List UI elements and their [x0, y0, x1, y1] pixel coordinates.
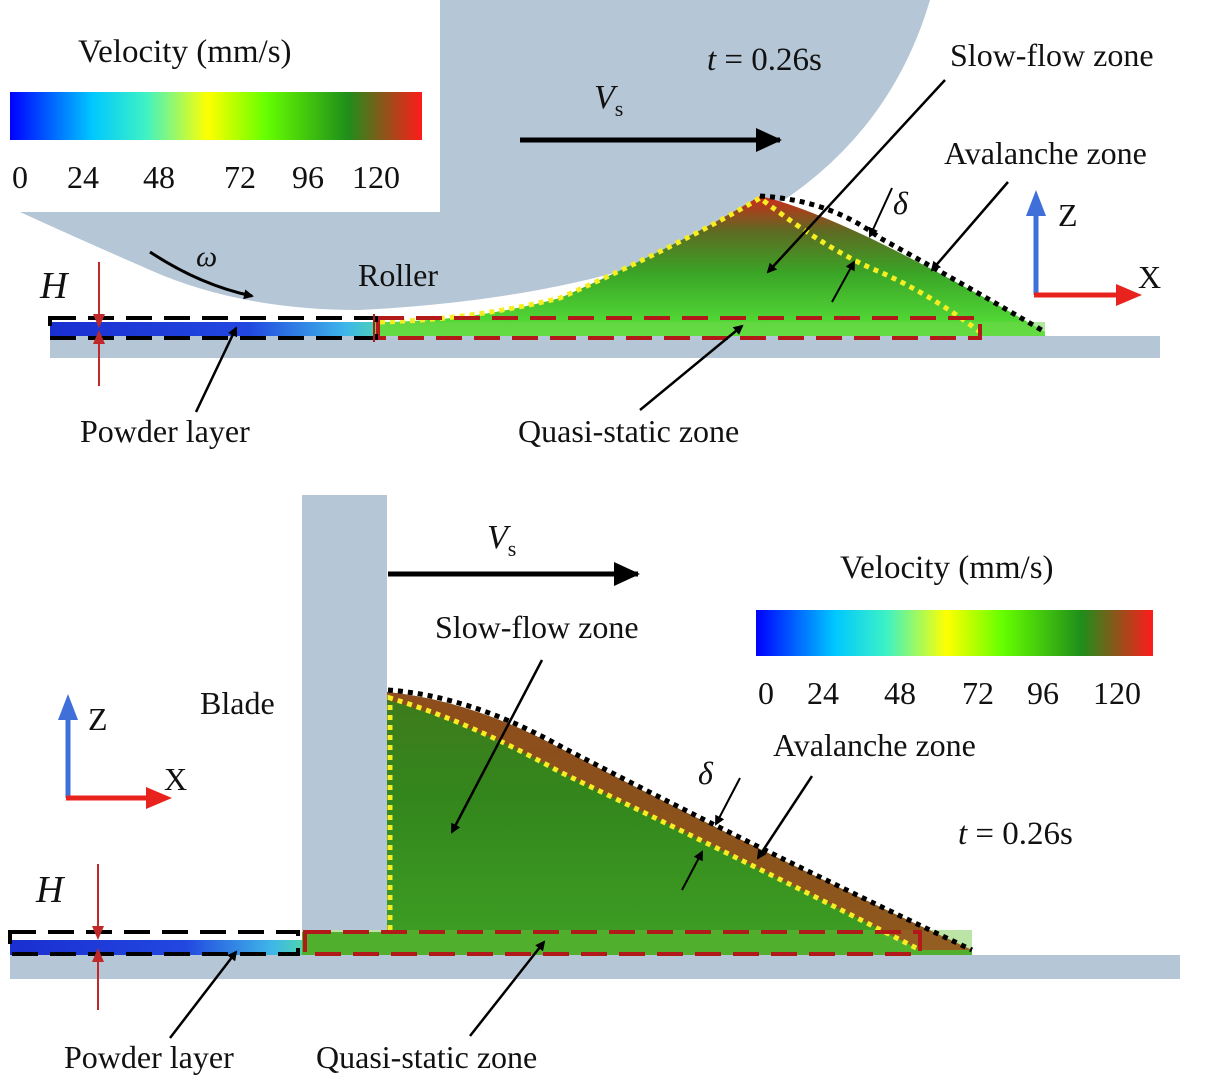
- bottom-panel: Vs Velocity (mm/s) 0 24 48 72 96 120 Slo…: [8, 495, 1180, 1075]
- top-h-label: H: [39, 265, 70, 307]
- top-delta-label: δ: [893, 185, 909, 221]
- top-substrate: [50, 336, 1160, 358]
- top-slowflow-pointer: [766, 79, 946, 274]
- bottom-axis-z-label: Z: [88, 701, 108, 737]
- top-tick-48: 48: [143, 159, 175, 195]
- bottom-tick-120: 120: [1093, 675, 1141, 711]
- top-powder-pile: [375, 196, 1045, 336]
- bottom-slowflow-label: Slow-flow zone: [435, 609, 639, 645]
- bottom-tick-24: 24: [807, 675, 839, 711]
- top-avalanche-label: Avalanche zone: [944, 135, 1147, 171]
- top-avalanche-pointer: [930, 181, 1009, 272]
- top-panel: Velocity (mm/s) 0 24 48 72 96 120 t = 0.…: [0, 0, 1161, 449]
- top-time-label: t = 0.26s: [707, 42, 822, 78]
- bottom-powderlayer-label: Powder layer: [64, 1039, 234, 1075]
- top-quasistatic-pointer: [639, 324, 744, 411]
- bottom-tick-0: 0: [758, 675, 774, 711]
- bottom-axis-x-label: X: [164, 761, 187, 797]
- top-tick-24: 24: [67, 159, 99, 195]
- top-yellow-dashed-boundary: [379, 194, 982, 334]
- bottom-velocity-label: Vs: [487, 519, 516, 561]
- top-tick-96: 96: [292, 159, 324, 195]
- top-axis-x-label: X: [1138, 259, 1161, 295]
- bottom-blade-label: Blade: [200, 685, 275, 721]
- bottom-substrate: [10, 955, 1180, 979]
- bottom-tick-48: 48: [884, 675, 916, 711]
- bottom-avalanche-pointer: [756, 775, 814, 860]
- bottom-avalanche-band: [387, 692, 972, 950]
- top-tick-72: 72: [224, 159, 256, 195]
- bottom-delta-label: δ: [698, 755, 714, 791]
- bottom-tick-96: 96: [1027, 675, 1059, 711]
- bottom-black-dashed-profile: [387, 687, 974, 953]
- top-rotation-arrow: [149, 250, 254, 300]
- top-roller-label: Roller: [358, 257, 438, 293]
- top-powder-layer: [50, 322, 380, 336]
- bottom-time-label: t = 0.26s: [958, 816, 1073, 852]
- top-axis-z-label: Z: [1058, 197, 1078, 233]
- bottom-colorbar-ticks: 0 24 48 72 96 120: [758, 675, 1141, 711]
- bottom-red-dashed-quasistatic: [303, 930, 922, 956]
- top-slowflow-label: Slow-flow zone: [950, 37, 1154, 73]
- bottom-colorbar-title: Velocity (mm/s): [840, 550, 1054, 586]
- top-powderlayer-pointer: [194, 326, 238, 413]
- top-colorbar-title: Velocity (mm/s): [78, 34, 292, 70]
- bottom-colorbar: [756, 610, 1153, 656]
- top-tick-0: 0: [12, 159, 28, 195]
- top-axes: Z X: [1026, 190, 1161, 306]
- top-colorbar-ticks: 0 24 48 72 96 120: [12, 159, 400, 195]
- bottom-h-label: H: [35, 869, 66, 911]
- top-red-dashed-quasistatic: [376, 316, 982, 340]
- top-omega-label: ω: [196, 240, 217, 273]
- top-tick-120: 120: [352, 159, 400, 195]
- bottom-powderlayer-pointer: [169, 950, 238, 1039]
- bottom-quasistatic-label: Quasi-static zone: [316, 1039, 537, 1075]
- bottom-axes: Z X: [58, 694, 187, 809]
- bottom-avalanche-label: Avalanche zone: [773, 727, 976, 763]
- bottom-quasistatic-pointer: [469, 940, 546, 1037]
- bottom-tick-72: 72: [962, 675, 994, 711]
- top-powderlayer-label: Powder layer: [80, 413, 250, 449]
- bottom-slowflow-pointer: [450, 659, 544, 834]
- top-black-dashed-layer: [48, 316, 378, 340]
- top-colorbar: [10, 92, 422, 140]
- top-quasistatic-label: Quasi-static zone: [518, 413, 739, 449]
- bottom-black-dashed-layer: [8, 930, 300, 956]
- blade-shape: [302, 495, 387, 930]
- top-black-dashed-profile: [759, 193, 1047, 335]
